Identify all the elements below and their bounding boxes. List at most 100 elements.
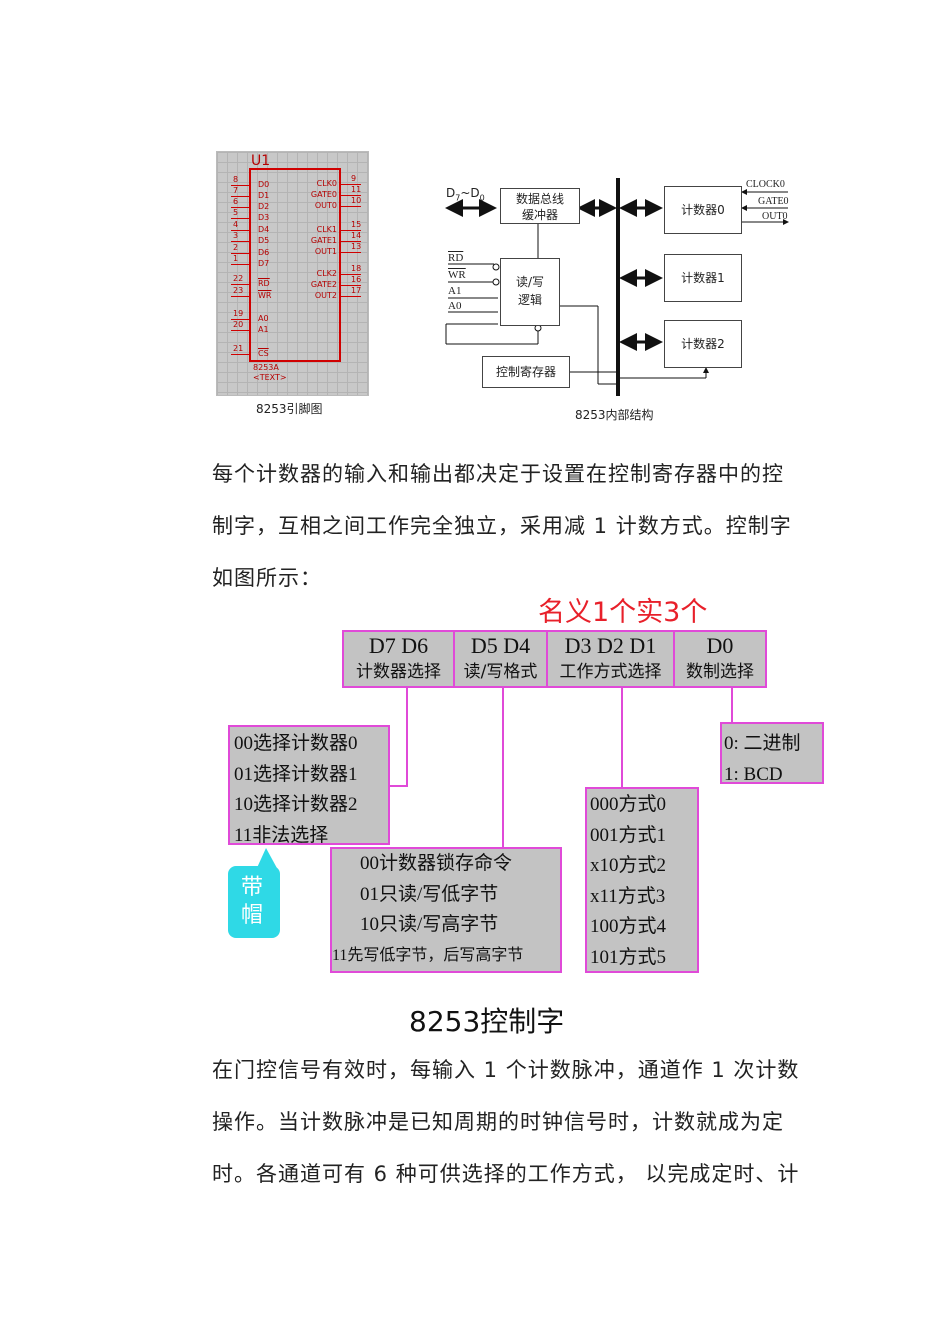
pin-number: 19	[233, 309, 244, 318]
pin-number: 14	[351, 231, 362, 240]
pin-label: CLK1	[316, 225, 337, 234]
pin-number: 5	[233, 208, 239, 217]
wr-input-label: WR	[448, 269, 466, 281]
pin-line	[231, 207, 249, 208]
pin-label: A0	[258, 314, 269, 323]
pin-number: 3	[233, 231, 239, 240]
pin-label: WR	[258, 291, 272, 300]
list-item: 00选择计数器0	[234, 733, 358, 754]
pin-number: 15	[351, 220, 362, 229]
counter-select-box	[228, 725, 390, 845]
field-rw-format: D5 D4 读/写格式	[463, 633, 538, 682]
data-bus-label: D7~D0	[446, 186, 485, 203]
list-item: 00计数器锁存命令	[360, 853, 513, 874]
callout-bubble	[228, 848, 280, 938]
pin-number: 22	[233, 274, 244, 283]
list-item: 000方式0	[590, 794, 667, 815]
pin-line	[341, 195, 361, 196]
pin-line	[231, 196, 249, 197]
callout-text: 带帽	[240, 875, 263, 928]
list-item: 11先写低字节，后写高字节	[332, 946, 524, 964]
pin-line	[231, 330, 249, 331]
field-counter-select: D7 D6 计数器选择	[356, 633, 441, 682]
pin-number: 16	[351, 275, 362, 284]
pin-number: 1	[233, 254, 239, 263]
pin-label: D7	[258, 259, 270, 268]
part-name: 8253A	[253, 363, 279, 372]
pin-label: A1	[258, 325, 269, 334]
list-item: 10只读/写高字节	[360, 914, 499, 935]
pin-label: OUT2	[314, 291, 337, 300]
pin-line	[231, 185, 249, 186]
read-write-logic: 读/写 逻辑	[500, 258, 560, 326]
list-item: 101方式5	[590, 946, 667, 968]
pin-label: D2	[258, 202, 270, 211]
pin-line	[231, 218, 249, 219]
counter-2: 计数器2	[664, 320, 742, 368]
pin-label: GATE2	[310, 280, 337, 289]
pin-diagram-caption: 8253引脚图	[256, 402, 323, 416]
structure-wires	[445, 178, 789, 396]
list-item: x11方式3	[590, 885, 666, 907]
field-radix-select: D0 数制选择	[686, 633, 754, 682]
pin-line	[231, 296, 249, 297]
pin-number: 11	[351, 185, 362, 194]
pin-label: D3	[258, 213, 270, 222]
out0-label: OUT0	[762, 211, 788, 222]
pin-line	[231, 354, 249, 355]
pin-label: D6	[258, 248, 270, 257]
header-divider	[453, 630, 455, 688]
pin-line	[231, 264, 249, 265]
pin-line	[231, 241, 249, 242]
pin-label: RD	[258, 279, 270, 288]
field-mode-select: D3 D2 D1 工作方式选择	[559, 633, 662, 682]
pin-label: D1	[258, 191, 270, 200]
pin-number: 10	[351, 196, 362, 205]
pin-line	[341, 296, 361, 297]
paragraph-2: 在门控信号有效时，每输入 1 个计数脉冲，通道作 1 次计数 操作。当计数脉冲是…	[212, 1044, 812, 1200]
a1-input-label: A1	[448, 285, 462, 297]
text-tag: <TEXT>	[253, 373, 287, 382]
pin-number: 23	[233, 286, 244, 295]
counter-select-list: 00选择计数器0 01选择计数器1 10选择计数器2 11非法选择	[234, 729, 358, 851]
pin-line	[231, 319, 249, 320]
pin-label: CS	[258, 349, 269, 358]
pin-line	[341, 230, 361, 231]
paragraph-line: 时。各通道可有 6 种可供选择的工作方式， 以完成定时、计	[212, 1162, 800, 1186]
paragraph-line: 在门控信号有效时，每输入 1 个计数脉冲，通道作 1 次计数	[212, 1058, 800, 1082]
pin-line	[341, 206, 361, 207]
mode-list: 000方式0 001方式1 x10方式2 x11方式3 100方式4 101方式…	[590, 790, 666, 973]
annotation-note: 名义1个实3个	[538, 597, 708, 628]
rd-input-label: RD	[448, 252, 464, 264]
connector-line	[731, 688, 733, 722]
pin-label: D0	[258, 180, 270, 189]
list-item: 100方式4	[590, 916, 667, 937]
paragraph-1: 每个计数器的输入和输出都决定于设置在控制寄存器中的控 制字，互相之间工作完全独立…	[212, 448, 812, 604]
gate0-label: GATE0	[758, 196, 789, 207]
pin-label: OUT1	[314, 247, 337, 256]
clock0-label: CLOCK0	[746, 179, 785, 190]
list-item: 11非法选择	[234, 824, 329, 846]
connector-line	[388, 785, 408, 787]
pin-line	[341, 241, 361, 242]
a0-input-label: A0	[448, 300, 462, 312]
chip-body	[249, 168, 341, 362]
pin-line	[231, 284, 249, 285]
pin-number: 7	[233, 186, 239, 195]
rw-format-box	[330, 847, 562, 973]
chip-ref: U1	[251, 153, 271, 169]
list-item: x10方式2	[590, 855, 667, 876]
rw-format-list: 00计数器锁存命令 01只读/写低字节 10只读/写高字节 11先写低字节，后写…	[332, 849, 560, 971]
control-register: 控制寄存器	[482, 356, 570, 388]
pin-line	[341, 274, 361, 275]
control-word-header	[342, 630, 767, 688]
pin-number: 2	[233, 243, 239, 252]
list-item: 1: BCD	[724, 763, 783, 785]
pin-number: 13	[351, 242, 362, 251]
list-item: 0: 二进制	[724, 733, 801, 754]
pin-number: 17	[351, 286, 362, 295]
structure-caption: 8253内部结构	[575, 408, 654, 422]
pin-line	[341, 252, 361, 253]
connector-line	[502, 688, 504, 848]
